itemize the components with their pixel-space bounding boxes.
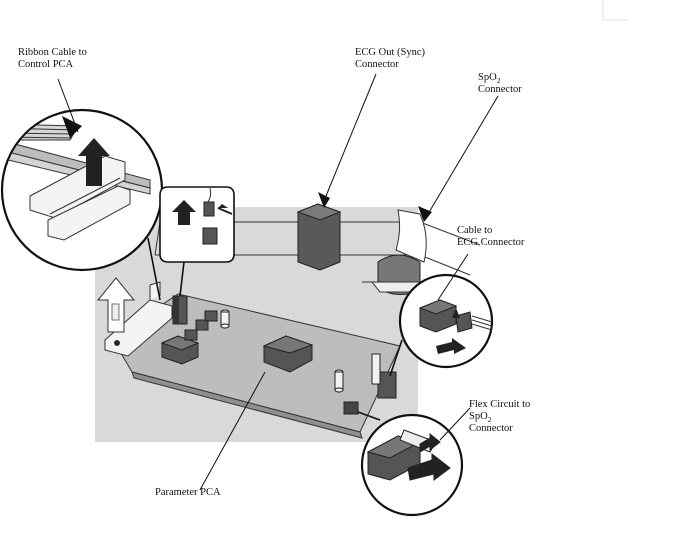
board-components bbox=[160, 309, 397, 415]
label-parameter-pca: Parameter PCA bbox=[155, 487, 221, 498]
ribbon-cable-detail bbox=[0, 108, 164, 272]
ecg-out-connector bbox=[296, 203, 342, 271]
arrowhead-ribbon bbox=[62, 116, 82, 138]
corner-mark bbox=[602, 0, 628, 21]
label-spo2-connector: SpO2 Connector bbox=[478, 72, 522, 95]
label-cable-to-ecg: Cable to ECG Connector bbox=[457, 225, 525, 248]
flex-circuit-detail bbox=[360, 413, 464, 517]
detail-leader-mid bbox=[179, 261, 185, 297]
detail-leader-ecg bbox=[389, 339, 403, 377]
label-flex-circuit: Flex Circuit to SpO2 Connector bbox=[469, 399, 531, 434]
label-ribbon-cable: Ribbon Cable to Control PCA bbox=[18, 47, 87, 70]
arrowhead-ecg-out bbox=[318, 192, 330, 208]
ribbon-connector-small-detail bbox=[159, 186, 235, 263]
label-ecg-out: ECG Out (Sync) Connector bbox=[355, 47, 425, 70]
remove-up-arrow-left bbox=[96, 277, 136, 333]
ecg-connector-detail bbox=[398, 273, 494, 369]
label-leaders bbox=[57, 73, 499, 491]
arrowhead-spo2 bbox=[418, 206, 432, 222]
detail-leader-flex bbox=[357, 411, 381, 421]
detail-leader-left bbox=[147, 237, 161, 301]
